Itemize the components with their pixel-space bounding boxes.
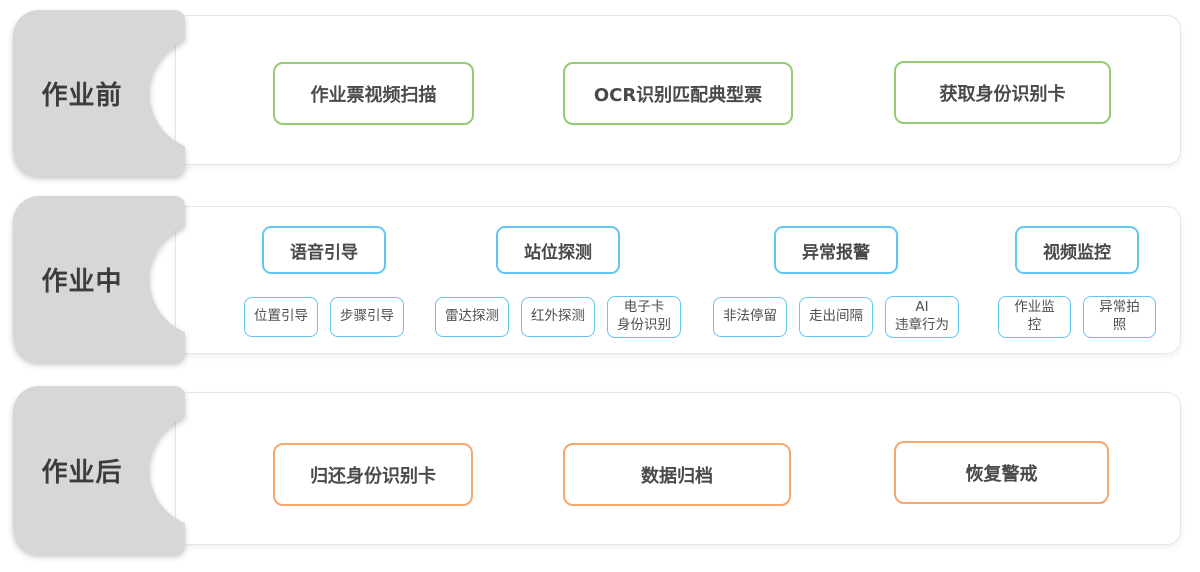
group-abnormal-alarm: 异常报警 非法停留 走出间隔 AI 违章行为	[713, 226, 959, 340]
section-during-tab: 作业中	[13, 196, 185, 362]
section-after-panel: 归还身份识别卡 数据归档 恢复警戒	[175, 392, 1181, 545]
group-voice-guide: 语音引导 位置引导 步骤引导	[244, 226, 404, 340]
group-video-monitor: 视频监控 作业监控 异常拍照	[998, 226, 1156, 340]
sub-illegal-stay: 非法停留	[713, 297, 787, 337]
sub-work-monitor: 作业监控	[998, 296, 1071, 338]
section-during-tab-label: 作业中	[41, 266, 123, 297]
node-get-id-card: 获取身份识别卡	[894, 61, 1111, 124]
section-before-panel: 作业票视频扫描 OCR识别匹配典型票 获取身份识别卡	[175, 15, 1181, 165]
sub-radar-detect: 雷达探测	[435, 297, 509, 337]
section-before-tab-label: 作业前	[41, 80, 123, 111]
group-position-detect-subrow: 雷达探测 红外探测 电子卡 身份识别	[435, 294, 681, 340]
section-before-tab: 作业前	[13, 10, 185, 176]
section-during-panel: 语音引导 位置引导 步骤引导 站位探测 雷达探测 红外探测 电子卡 身份识别 异…	[175, 206, 1181, 354]
section-after-tab-label: 作业后	[41, 457, 123, 488]
group-voice-guide-subrow: 位置引导 步骤引导	[244, 294, 404, 340]
group-video-monitor-subrow: 作业监控 异常拍照	[998, 294, 1156, 340]
sub-leave-interval: 走出间隔	[799, 297, 873, 337]
sub-step-guide: 步骤引导	[330, 297, 404, 337]
node-ocr-match-typical-ticket: OCR识别匹配典型票	[563, 62, 793, 125]
group-abnormal-alarm-subrow: 非法停留 走出间隔 AI 违章行为	[713, 294, 959, 340]
sub-ai-violation: AI 违章行为	[885, 296, 959, 338]
node-data-archive: 数据归档	[563, 443, 791, 506]
sub-position-guide: 位置引导	[244, 297, 318, 337]
node-return-id-card: 归还身份识别卡	[273, 443, 473, 506]
sub-abnormal-capture: 异常拍照	[1083, 296, 1156, 338]
sub-infrared-detect: 红外探测	[521, 297, 595, 337]
group-position-detect: 站位探测 雷达探测 红外探测 电子卡 身份识别	[434, 226, 682, 340]
section-after-tab: 作业后	[13, 386, 185, 554]
sub-ecard-identity: 电子卡 身份识别	[607, 296, 681, 338]
group-position-detect-header: 站位探测	[496, 226, 620, 274]
node-ticket-video-scan: 作业票视频扫描	[273, 62, 474, 125]
node-restore-alert: 恢复警戒	[894, 441, 1109, 504]
group-abnormal-alarm-header: 异常报警	[774, 226, 898, 274]
group-video-monitor-header: 视频监控	[1015, 226, 1139, 274]
group-voice-guide-header: 语音引导	[262, 226, 386, 274]
